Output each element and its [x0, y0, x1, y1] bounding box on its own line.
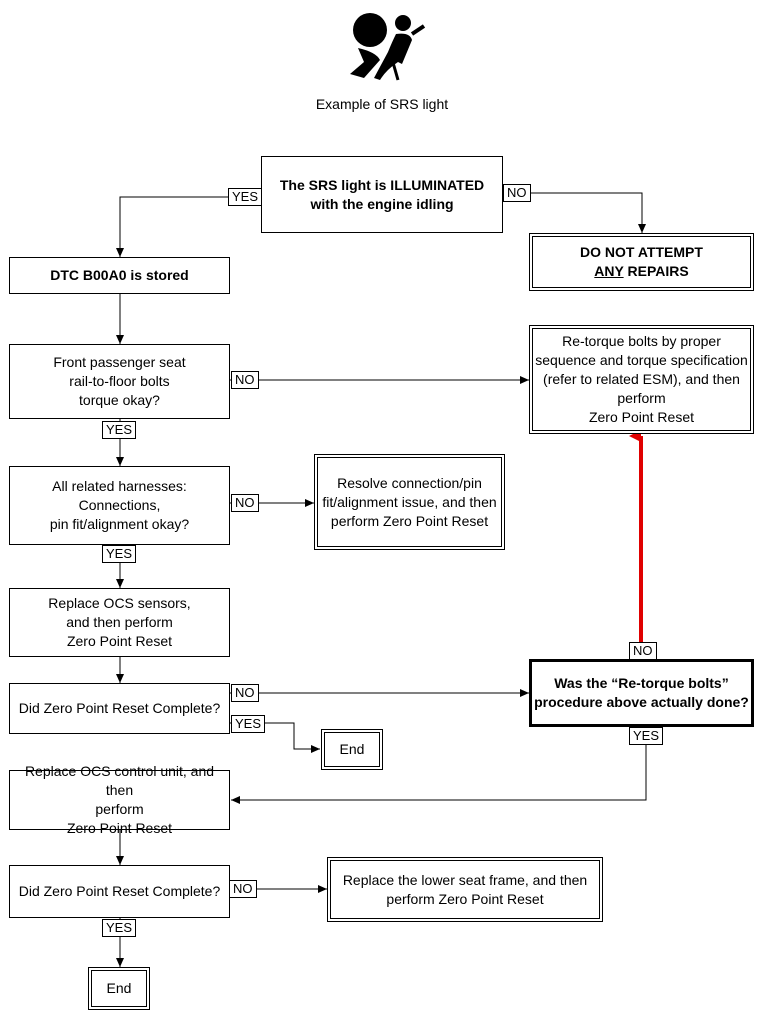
zpr2-yes-tag: YES — [102, 919, 137, 937]
zpr1-yes-tag: YES — [231, 715, 266, 733]
bolts-no-tag: NO — [231, 371, 259, 389]
resolve-connection-node: Resolve connection/pin fit/alignment iss… — [314, 454, 505, 550]
retorque-done-yes-tag: YES — [629, 727, 664, 745]
dtc-stored-node: DTC B00A0 is stored — [9, 257, 230, 294]
harness-check-node: All related harnesses: Connections, pin … — [9, 466, 230, 545]
caption: Example of SRS light — [315, 96, 449, 112]
start-yes-tag: YES — [228, 188, 263, 206]
repairs-text: REPAIRS — [623, 263, 689, 279]
start-no-tag: NO — [503, 184, 531, 202]
zpr2-no-tag: NO — [229, 880, 257, 898]
start-node: The SRS light is ILLUMINATED with the en… — [261, 156, 503, 233]
zpr1-no-tag: NO — [231, 684, 259, 702]
do-not-attempt-node: DO NOT ATTEMPT ANY REPAIRS — [529, 233, 754, 291]
replace-ocs-control-unit-node: Replace OCS control unit, and then perfo… — [9, 763, 230, 836]
do-not-attempt-line2: ANY REPAIRS — [594, 262, 688, 281]
end-node-2: End — [88, 967, 150, 1010]
harness-yes-tag: YES — [102, 545, 137, 563]
retorque-done-check-node: Was the “Re-torque bolts” procedure abov… — [529, 659, 754, 727]
replace-seat-frame-node: Replace the lower seat frame, and then p… — [327, 857, 603, 922]
harness-no-tag: NO — [231, 494, 259, 512]
end-node-1: End — [321, 729, 383, 770]
airbag-warning-icon — [350, 13, 426, 81]
zpr-check-1-node: Did Zero Point Reset Complete? — [9, 683, 230, 734]
retorque-bolts-node: Re-torque bolts by proper sequence and t… — [529, 325, 754, 434]
any-emphasis: ANY — [594, 263, 624, 279]
bolts-yes-tag: YES — [102, 421, 137, 439]
retorque-done-no-tag: NO — [629, 642, 657, 660]
bolts-torque-check-node: Front passenger seat rail-to-floor bolts… — [9, 344, 230, 419]
zpr-check-2-node: Did Zero Point Reset Complete? — [9, 865, 230, 918]
replace-ocs-sensors-node: Replace OCS sensors, and then perform Ze… — [9, 588, 230, 657]
do-not-attempt-line1: DO NOT ATTEMPT — [580, 244, 703, 260]
